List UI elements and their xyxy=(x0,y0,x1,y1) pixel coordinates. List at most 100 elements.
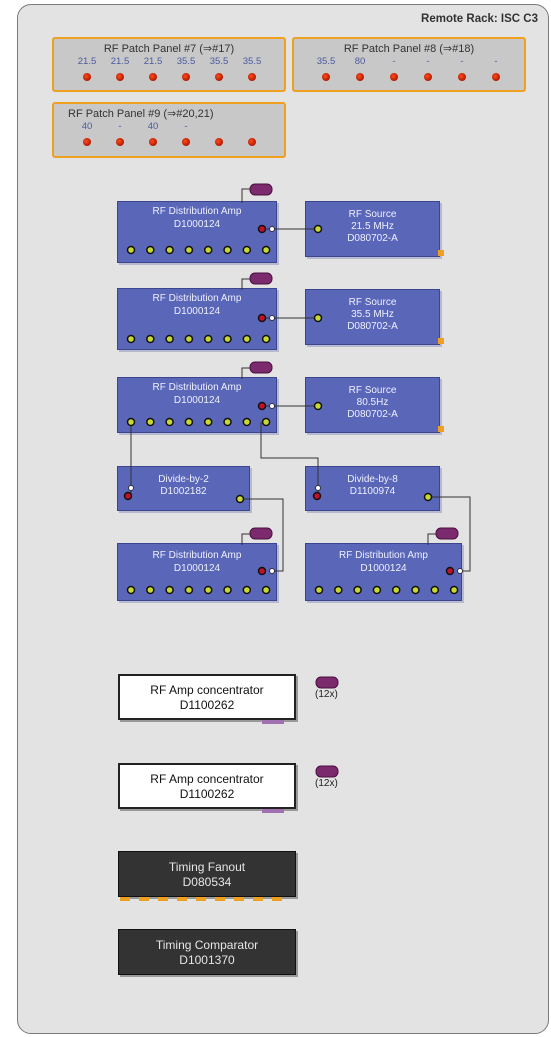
amp-input-port[interactable] xyxy=(257,566,267,576)
patch-panel-8[interactable]: RF Patch Panel #8 (⇒#18) 35.5 80 - - - - xyxy=(292,37,526,92)
amp-output-port[interactable] xyxy=(223,585,232,595)
source-output-port[interactable] xyxy=(313,401,323,411)
amp-input-port[interactable] xyxy=(257,313,267,323)
amp-input-port[interactable] xyxy=(257,224,267,234)
rf-source-21-5[interactable]: RF Source 21.5 MHz D080702-A xyxy=(305,201,440,257)
amp-output-port[interactable] xyxy=(223,245,232,255)
patch-port[interactable] xyxy=(424,73,432,81)
patch-panel-7[interactable]: RF Patch Panel #7 (⇒#17) 21.5 21.5 21.5 … xyxy=(52,37,286,92)
amp-output-port[interactable] xyxy=(203,245,213,255)
purple-connector[interactable] xyxy=(315,676,339,689)
connector-lead xyxy=(241,367,252,379)
amp-input-port[interactable] xyxy=(445,566,455,576)
patch-port[interactable] xyxy=(356,73,364,81)
source-output-port[interactable] xyxy=(313,313,323,323)
amp-output-port[interactable] xyxy=(126,585,136,595)
patch-port[interactable] xyxy=(83,73,91,81)
module-name: Timing Fanout xyxy=(168,860,246,874)
patch-port[interactable] xyxy=(390,73,398,81)
rf-distribution-amp-1[interactable]: RF Distribution Amp D1000124 xyxy=(117,201,277,263)
amp-output-port[interactable] xyxy=(165,585,174,595)
amp-output-port[interactable] xyxy=(261,245,271,255)
divide-by-8[interactable]: Divide-by-8 D1100974 xyxy=(305,466,440,511)
purple-connector[interactable] xyxy=(249,183,273,196)
patch-panel-9[interactable]: RF Patch Panel #9 (⇒#20,21) 40 - 40 - xyxy=(52,102,286,158)
amp-output-port[interactable] xyxy=(184,417,194,427)
patch-port[interactable] xyxy=(248,73,256,81)
purple-connector[interactable] xyxy=(435,527,459,540)
divider-output-port[interactable] xyxy=(423,492,433,502)
amp-output-port[interactable] xyxy=(353,585,362,595)
amp-output-port[interactable] xyxy=(242,417,252,427)
purple-connector[interactable] xyxy=(249,527,273,540)
amp-output-port[interactable] xyxy=(146,585,155,595)
amp-output-port[interactable] xyxy=(334,585,343,595)
purple-connector[interactable] xyxy=(315,765,339,778)
patch-port[interactable] xyxy=(215,138,223,146)
patch-port[interactable] xyxy=(83,138,91,146)
rf-amp-concentrator-2[interactable]: RF Amp concentrator D1100262 xyxy=(118,763,296,809)
amp-output-port[interactable] xyxy=(165,334,174,344)
rf-source-80-5[interactable]: RF Source 80.5Hz D080702-A xyxy=(305,377,440,433)
divider-output-port[interactable] xyxy=(235,494,245,504)
patch-port[interactable] xyxy=(116,138,124,146)
amp-output-port[interactable] xyxy=(126,334,136,344)
amp-output-port[interactable] xyxy=(261,417,271,427)
timing-output xyxy=(196,897,206,901)
patch-port[interactable] xyxy=(116,73,124,81)
amp-output-port[interactable] xyxy=(391,585,401,595)
amp-output-port[interactable] xyxy=(146,245,155,255)
patch-port[interactable] xyxy=(182,138,190,146)
amp-output-port[interactable] xyxy=(223,334,232,344)
amp-output-port[interactable] xyxy=(126,417,136,427)
amp-output-port[interactable] xyxy=(430,585,440,595)
divide-by-2[interactable]: Divide-by-2 D1002182 xyxy=(117,466,250,511)
patch-port[interactable] xyxy=(215,73,223,81)
amp-output-port[interactable] xyxy=(146,334,155,344)
purple-connector[interactable] xyxy=(249,361,273,374)
divider-input-port[interactable] xyxy=(123,491,133,501)
amp-output-port[interactable] xyxy=(165,245,174,255)
amp-output-port[interactable] xyxy=(184,585,194,595)
purple-connector[interactable] xyxy=(249,272,273,285)
patch-port[interactable] xyxy=(149,138,157,146)
source-output-port[interactable] xyxy=(313,224,323,234)
amp-output-port[interactable] xyxy=(203,585,213,595)
patch-value: - xyxy=(426,56,430,67)
patch-port[interactable] xyxy=(182,73,190,81)
patch-port[interactable] xyxy=(458,73,466,81)
module-frequency: 21.5 MHz xyxy=(351,221,394,232)
rack-title: Remote Rack: ISC C3 xyxy=(421,13,538,25)
amp-output-port[interactable] xyxy=(184,245,194,255)
rf-amp-concentrator-1[interactable]: RF Amp concentrator D1100262 xyxy=(118,674,296,720)
amp-output-port[interactable] xyxy=(261,334,271,344)
amp-output-port[interactable] xyxy=(146,417,155,427)
timing-fanout[interactable]: Timing Fanout D080534 xyxy=(118,851,296,897)
patch-port[interactable] xyxy=(322,73,330,81)
amp-output-port[interactable] xyxy=(242,585,252,595)
amp-output-port[interactable] xyxy=(314,585,324,595)
patch-port[interactable] xyxy=(248,138,256,146)
wire-end xyxy=(269,568,275,574)
amp-output-port[interactable] xyxy=(203,417,213,427)
module-part-number: D080702-A xyxy=(347,409,398,420)
amp-output-port[interactable] xyxy=(372,585,382,595)
amp-output-port[interactable] xyxy=(184,334,194,344)
amp-output-port[interactable] xyxy=(449,585,459,595)
patch-port[interactable] xyxy=(492,73,500,81)
amp-output-port[interactable] xyxy=(261,585,271,595)
amp-output-port[interactable] xyxy=(411,585,420,595)
amp-output-port[interactable] xyxy=(126,245,136,255)
amp-output-port[interactable] xyxy=(165,417,174,427)
divider-input-port[interactable] xyxy=(312,491,322,501)
timing-comparator[interactable]: Timing Comparator D1001370 xyxy=(118,929,296,975)
rf-source-35-5[interactable]: RF Source 35.5 MHz D080702-A xyxy=(305,289,440,345)
patch-port[interactable] xyxy=(149,73,157,81)
rf-distribution-amp-4[interactable]: RF Distribution Amp D1000124 xyxy=(117,543,277,601)
amp-output-port[interactable] xyxy=(223,417,232,427)
amp-output-port[interactable] xyxy=(242,334,252,344)
patch-value: 40 xyxy=(81,121,93,132)
amp-output-port[interactable] xyxy=(203,334,213,344)
amp-output-port[interactable] xyxy=(242,245,252,255)
amp-input-port[interactable] xyxy=(257,401,267,411)
